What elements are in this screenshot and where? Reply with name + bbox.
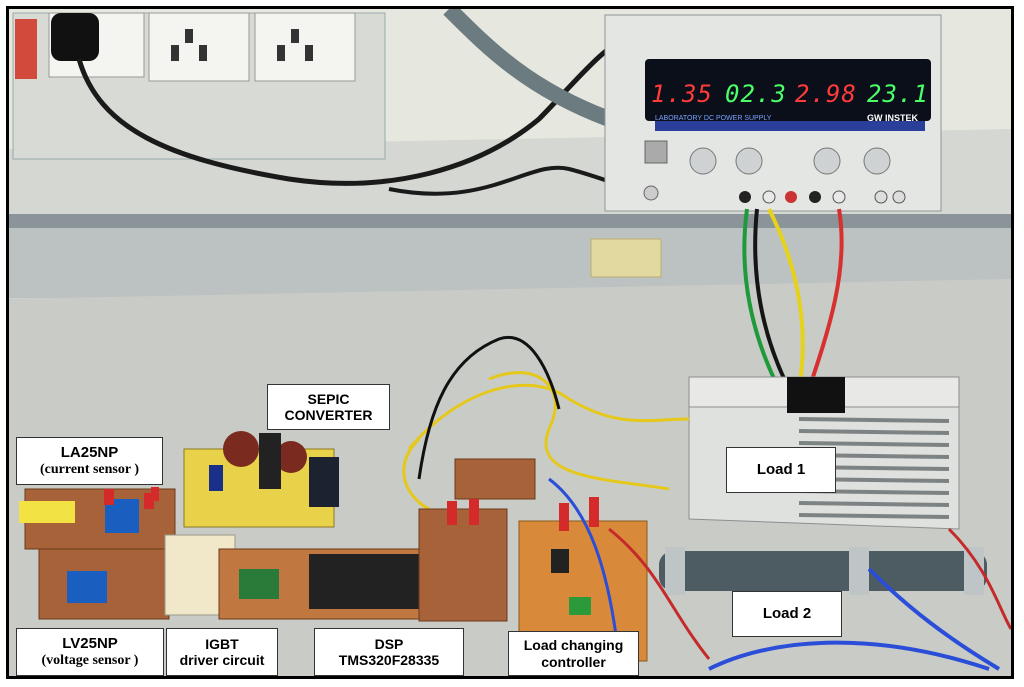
label-load-ctrl-line2: controller xyxy=(541,653,606,670)
supply-readout-4: 23.1 xyxy=(867,80,929,108)
label-lv25np-title: LV25NP xyxy=(62,635,118,653)
supply-readout-1: 1.35 xyxy=(651,80,713,108)
label-load-2: Load 2 xyxy=(732,591,842,637)
label-igbt-line2: driver circuit xyxy=(179,652,265,668)
label-load-1-text: Load 1 xyxy=(756,461,806,479)
label-la25np: LA25NP (current sensor ) xyxy=(16,437,163,485)
label-load-1: Load 1 xyxy=(726,447,836,493)
supply-readout-2: 02.3 xyxy=(725,80,787,108)
label-la25np-subtitle: (current sensor ) xyxy=(39,461,140,477)
label-sepic-line2: CONVERTER xyxy=(284,407,373,423)
label-lv25np-subtitle: (voltage sensor ) xyxy=(41,652,139,668)
supply-brand: GW INSTEK xyxy=(867,113,918,123)
label-load-ctrl-line1: Load changing xyxy=(523,637,624,654)
label-load-2-text: Load 2 xyxy=(762,605,812,623)
supply-panel-text: LABORATORY DC POWER SUPPLY xyxy=(655,115,772,122)
label-load-changing-controller: Load changing controller xyxy=(508,631,639,676)
label-dsp-line1: DSP xyxy=(374,635,404,652)
label-dsp: DSP TMS320F28335 xyxy=(314,628,464,676)
supply-readout-3: 2.98 xyxy=(795,80,857,108)
label-la25np-title: LA25NP xyxy=(60,444,119,462)
label-dsp-line2: TMS320F28335 xyxy=(338,652,440,668)
label-igbt-line1: IGBT xyxy=(205,635,239,652)
label-sepic-converter: SEPIC CONVERTER xyxy=(267,384,390,430)
label-igbt-driver: IGBT driver circuit xyxy=(166,628,278,676)
lab-setup-photo xyxy=(9,9,1011,676)
label-sepic-line1: SEPIC xyxy=(307,390,350,407)
label-lv25np: LV25NP (voltage sensor ) xyxy=(16,628,164,676)
photo-frame: 1.35 02.3 2.98 23.1 GW INSTEK LABORATORY… xyxy=(6,6,1014,679)
